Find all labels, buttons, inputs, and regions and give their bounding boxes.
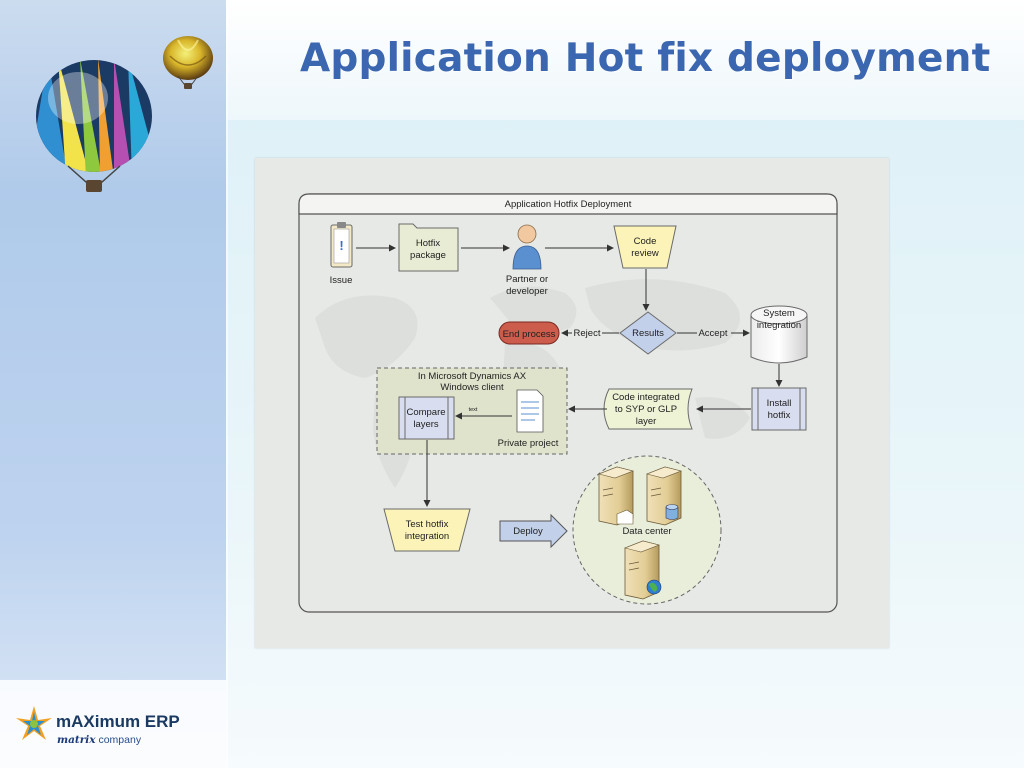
logo-brand: mAXimum ERP xyxy=(56,712,180,731)
node-compare-layers-line2: layers xyxy=(413,419,439,430)
node-end-process-label: End process xyxy=(503,329,556,340)
hot-air-balloon-icon xyxy=(36,60,152,192)
logo-tagline: matrix company xyxy=(57,734,142,746)
node-partner-line1: Partner or xyxy=(506,274,548,285)
node-partner-line2: developer xyxy=(506,286,548,297)
node-results-label: Results xyxy=(632,328,664,339)
node-install-hotfix-line2: hotfix xyxy=(768,410,791,421)
node-code-integrated-line3: layer xyxy=(636,416,657,427)
node-install-hotfix-shape xyxy=(751,387,807,431)
node-code-review-line2: review xyxy=(631,248,659,259)
node-install-hotfix-line1: Install xyxy=(767,398,792,409)
node-test-hotfix-shape xyxy=(383,508,471,552)
svg-text:!: ! xyxy=(339,238,343,253)
diagram-panel: Application Hotfix Deployment ! Issue Ho… xyxy=(255,158,889,648)
node-code-review-shape xyxy=(613,225,677,269)
node-compare-layers-shape xyxy=(398,396,455,440)
node-code-integrated-shape xyxy=(603,388,693,430)
globe-icon xyxy=(646,579,662,595)
document-icon xyxy=(516,389,544,433)
edge-reject-label: Reject xyxy=(574,328,601,339)
node-test-hotfix-line2: integration xyxy=(405,531,449,542)
hotfix-deployment-diagram: Application Hotfix Deployment ! Issue Ho… xyxy=(298,193,838,613)
person-icon xyxy=(512,224,542,270)
document-caption: text xyxy=(469,407,478,413)
node-compare-layers-line1: Compare xyxy=(406,407,445,418)
deploy-label: Deploy xyxy=(513,526,543,537)
slide-title: Application Hot fix deployment xyxy=(300,36,991,81)
node-code-integrated-line2: to SYP or GLP xyxy=(615,404,677,415)
ax-client-label-line2: Windows client xyxy=(440,382,504,393)
logo-star-icon xyxy=(16,706,52,740)
node-hotfix-package-line1: Hotfix xyxy=(416,238,441,249)
company-logo: mAXimum ERP matrix company xyxy=(14,698,214,752)
node-results-decision xyxy=(619,311,677,355)
node-system-integration-line2: integration xyxy=(757,320,801,331)
data-center-label: Data center xyxy=(622,526,671,537)
node-code-review-line1: Code xyxy=(634,236,657,247)
clipboard-issue-icon: ! xyxy=(330,222,353,268)
database-icon xyxy=(750,305,808,364)
node-test-hotfix-line1: Test hotfix xyxy=(406,519,449,530)
node-system-integration-line1: System xyxy=(763,308,795,319)
deploy-arrow xyxy=(499,513,568,549)
node-hotfix-package-line2: package xyxy=(410,250,446,261)
database-icon xyxy=(665,504,679,520)
diagram-title: Application Hotfix Deployment xyxy=(505,199,632,210)
edge-accept-label: Accept xyxy=(698,328,727,339)
node-code-integrated-line1: Code integrated xyxy=(612,392,680,403)
hot-air-balloon-icon xyxy=(163,36,213,89)
private-project-label: Private project xyxy=(498,438,559,449)
ax-client-label-line1: In Microsoft Dynamics AX xyxy=(418,371,527,382)
node-end-process-shape xyxy=(498,321,560,345)
node-issue: Issue xyxy=(330,275,353,286)
folder-icon xyxy=(398,223,459,272)
